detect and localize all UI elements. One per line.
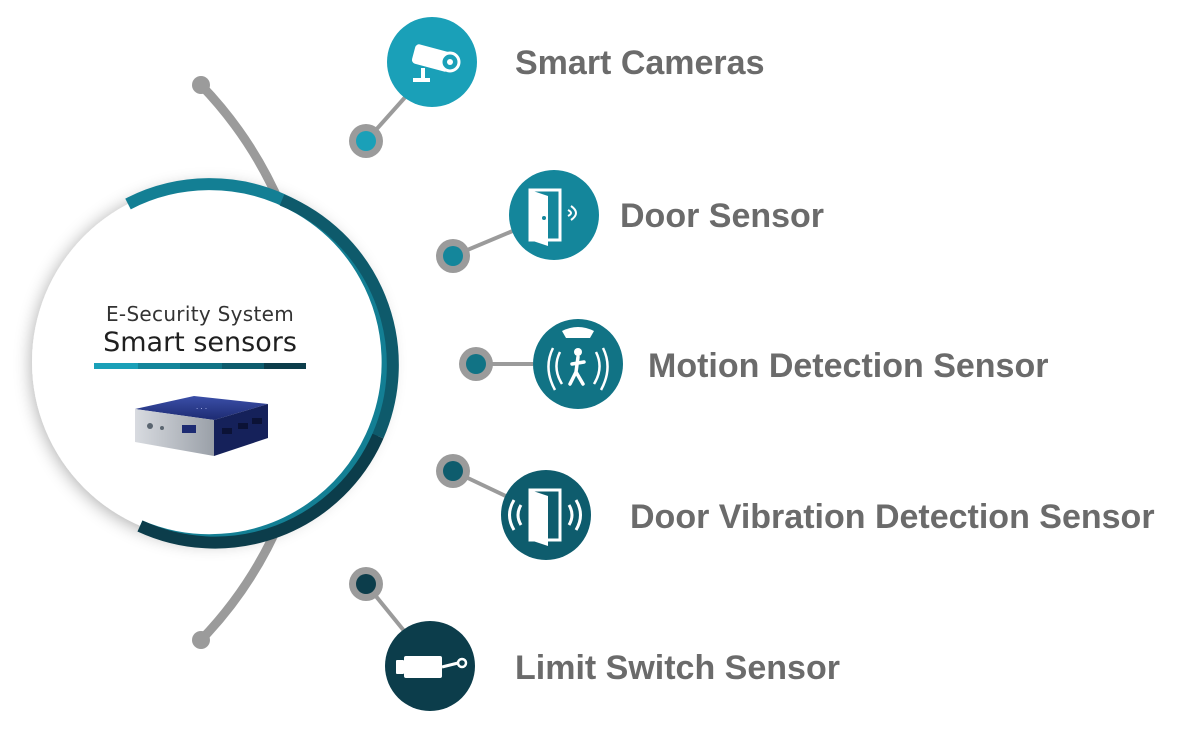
- door-vibration-icon: [508, 488, 582, 546]
- security-device-image: · · ·: [135, 396, 268, 456]
- icon-circle-door-sensor: [509, 170, 599, 260]
- arc-end-bottom: [192, 631, 210, 649]
- motion-sensor-icon: [547, 327, 609, 391]
- item-door-vibration-detection-sensor: Door Vibration Detection Sensor: [436, 454, 1155, 560]
- item-motion-detection-sensor: Motion Detection Sensor: [459, 319, 1048, 409]
- security-camera-icon: [411, 44, 461, 82]
- arc-end-top: [192, 76, 210, 94]
- svg-text:· · ·: · · ·: [196, 405, 207, 413]
- door-sensor-icon: [528, 188, 577, 246]
- item-limit-switch-sensor: Limit Switch Sensor: [349, 567, 840, 711]
- label-motion-detection-sensor: Motion Detection Sensor: [648, 347, 1048, 385]
- center-badge: E-Security System Smart sensors · · ·: [32, 178, 399, 549]
- center-ring-arc-segment: [279, 194, 399, 439]
- center-disc: [44, 196, 376, 528]
- center-title: E-Security System: [106, 302, 294, 326]
- center-subtitle: Smart sensors: [103, 327, 297, 358]
- label-smart-cameras: Smart Cameras: [515, 44, 764, 82]
- center-ring-arc-segment-2: [137, 433, 384, 549]
- item-door-sensor: Door Sensor: [436, 170, 824, 273]
- limit-switch-icon: [396, 656, 468, 678]
- label-door-sensor: Door Sensor: [620, 197, 824, 235]
- center-underline: [94, 363, 306, 369]
- label-limit-switch-sensor: Limit Switch Sensor: [515, 649, 840, 687]
- label-door-vibration-detection-sensor: Door Vibration Detection Sensor: [630, 498, 1155, 536]
- item-smart-cameras: Smart Cameras: [349, 17, 764, 158]
